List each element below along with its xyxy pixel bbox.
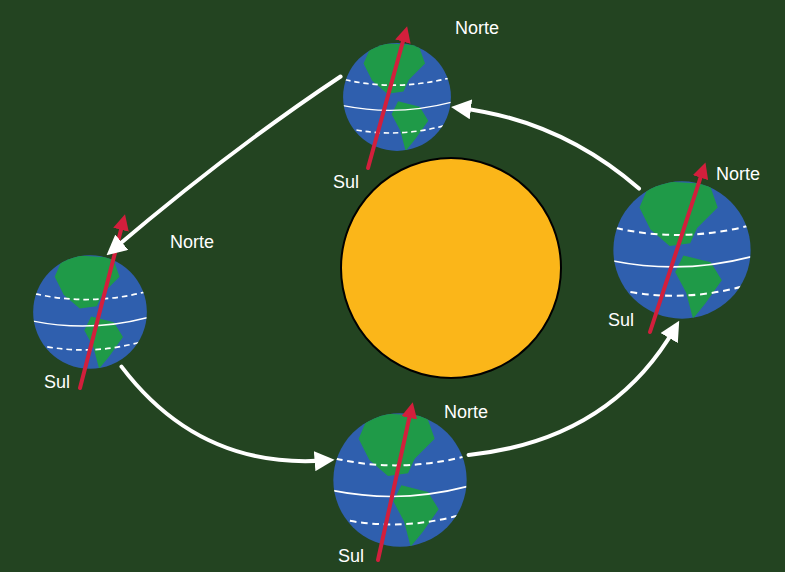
orbit-arrow	[469, 328, 676, 455]
pole-label-north: Norte	[444, 402, 488, 422]
orbit-arrow	[122, 367, 327, 462]
pole-label-south: Sul	[333, 172, 359, 192]
pole-label-south: Sul	[338, 546, 364, 566]
earth-globe: NorteSul	[32, 254, 148, 370]
orbit-arrow	[113, 77, 341, 251]
pole-label-north: Norte	[455, 18, 499, 38]
pole-label-north: Norte	[716, 164, 760, 184]
earth-globe: NorteSul	[332, 412, 468, 548]
orbit-arrow	[459, 108, 639, 189]
earth-globe: NorteSul	[342, 42, 452, 152]
pole-label-south: Sul	[608, 310, 634, 330]
earth-globe: NorteSul	[612, 180, 752, 320]
pole-label-north: Norte	[170, 232, 214, 252]
pole-label-south: Sul	[44, 372, 70, 392]
